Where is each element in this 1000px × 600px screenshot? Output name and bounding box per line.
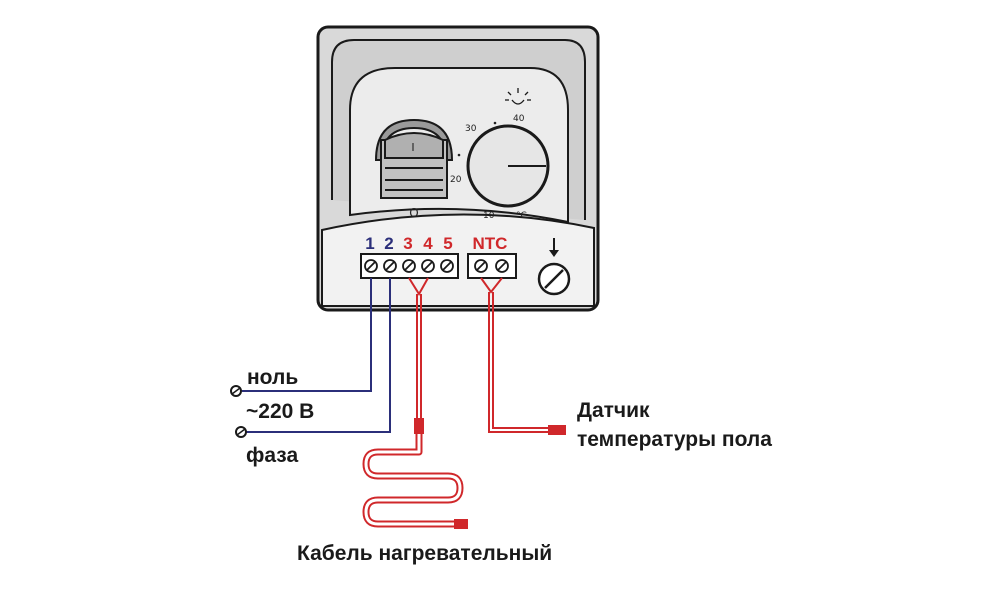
switch-off-mark: O [409, 206, 418, 220]
switch-on-mark: I [411, 141, 414, 154]
label-sensor-line1: Датчик [577, 399, 650, 422]
heating-cable-feed [408, 277, 429, 420]
heating-cable-coil [362, 434, 464, 528]
terminal-label-4: 4 [423, 234, 433, 253]
terminal-label-3: 3 [403, 234, 412, 253]
terminal-label-ntc: NTC [473, 234, 508, 253]
terminal-block-ntc [467, 253, 517, 279]
label-heating-cable: Кабель нагревательный [297, 542, 552, 565]
dial-tick-10: 10 [483, 211, 495, 221]
terminal-label-5: 5 [443, 234, 452, 253]
floor-sensor-wire [480, 277, 548, 433]
label-sensor-line2: температуры пола [577, 428, 772, 451]
phase-wire [246, 278, 391, 433]
terminal-block-main [360, 253, 459, 279]
dial-tick-40: 40 [513, 114, 525, 124]
label-neutral: ноль [247, 366, 298, 389]
power-switch[interactable] [374, 118, 454, 199]
floor-sensor-probe [548, 425, 566, 435]
dial-unit: °C [516, 211, 527, 221]
label-phase: фаза [246, 444, 298, 467]
terminal-label-1: 1 [365, 234, 374, 253]
dial-tick-20: 20 [450, 175, 462, 185]
neutral-wire [242, 278, 372, 392]
ground-screw-icon [537, 238, 571, 296]
label-voltage: ~220 В [246, 400, 314, 423]
heating-cable-end [454, 519, 468, 529]
terminal-label-2: 2 [384, 234, 393, 253]
dial-tick-30: 30 [465, 124, 477, 134]
temperature-dial[interactable] [466, 124, 550, 208]
heating-cable-coupling [414, 418, 424, 434]
indicator-light-icon [505, 88, 531, 105]
